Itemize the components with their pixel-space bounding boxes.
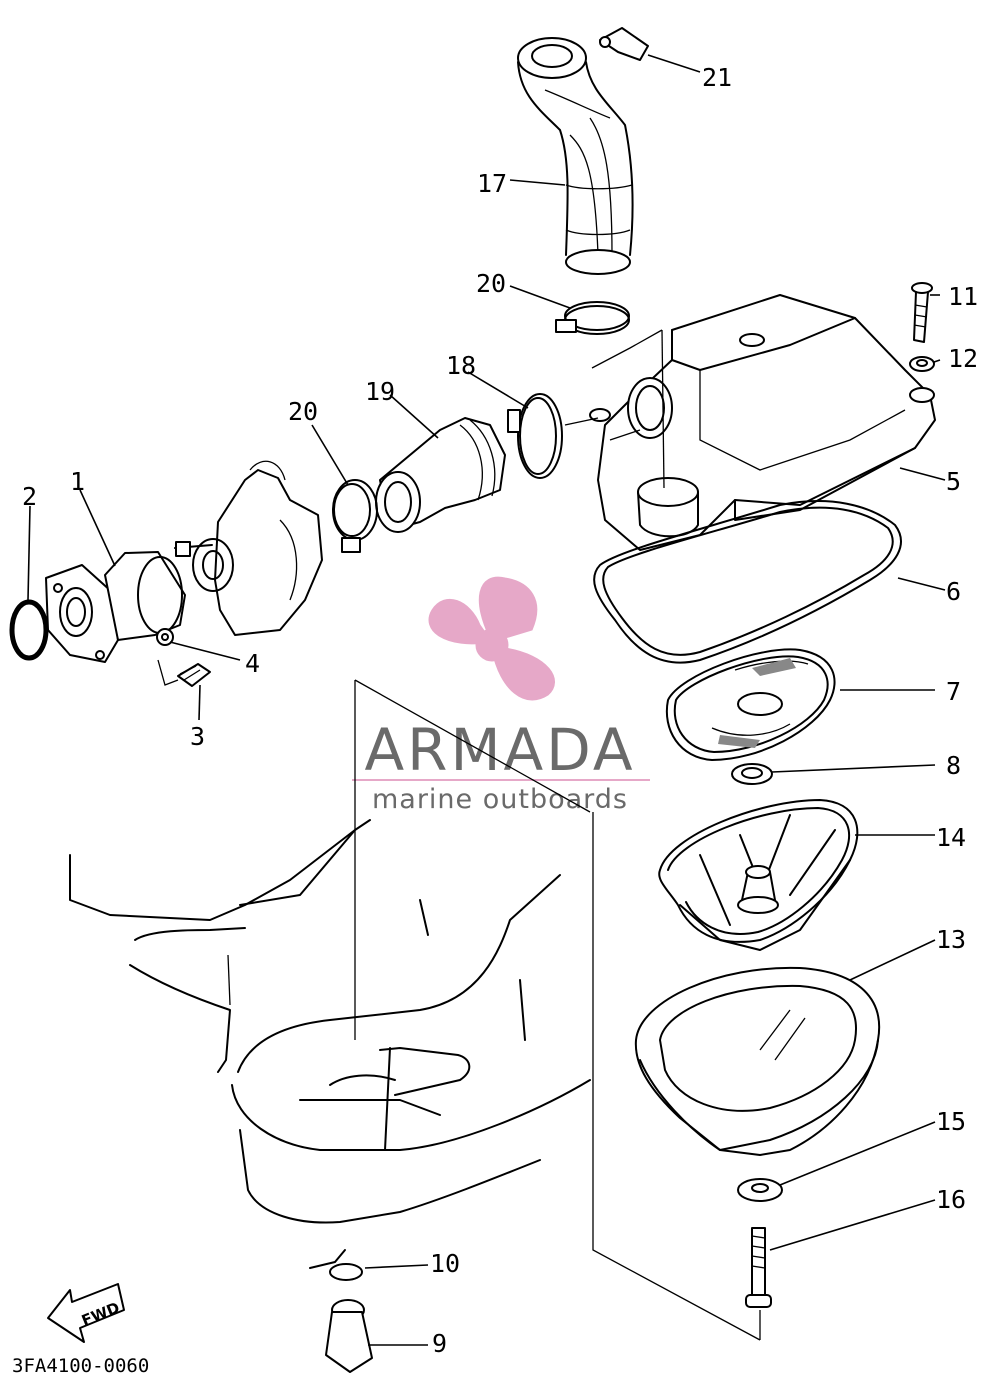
part-13-air-box-cap <box>634 966 881 1156</box>
watermark-brand: ARMADA <box>364 716 635 784</box>
part-1-manifold <box>45 551 186 663</box>
callout-12: 12 <box>948 344 978 373</box>
part-20-lower-clamp <box>332 479 378 553</box>
part-7-filter-element <box>665 648 836 761</box>
callout-17: 17 <box>477 169 507 198</box>
part-20-upper-clamp <box>555 301 630 335</box>
callout-13: 13 <box>936 925 966 954</box>
part-17-intake-duct <box>517 37 634 275</box>
callout-2: 2 <box>22 482 37 511</box>
part-12-washer <box>909 356 935 372</box>
fwd-arrow-icon[interactable]: FWD <box>47 1283 125 1343</box>
callout-3: 3 <box>190 722 205 751</box>
hull-outline <box>69 819 591 1224</box>
part-19-joint <box>375 417 506 533</box>
callout-9: 9 <box>432 1329 447 1358</box>
callout-8: 8 <box>946 751 961 780</box>
part-15-washer <box>737 1178 783 1202</box>
callout-numbers: 21 17 20 11 12 18 19 20 2 1 5 6 4 7 3 8 … <box>22 63 978 1358</box>
propeller-icon <box>428 576 555 701</box>
callout-21: 21 <box>702 63 732 92</box>
callout-14: 14 <box>936 823 966 852</box>
part-18-clamp <box>507 393 563 479</box>
part-10-clip <box>309 1249 363 1281</box>
callout-5: 5 <box>946 467 961 496</box>
part-8-washer <box>731 763 773 785</box>
carburetor <box>174 460 323 636</box>
part-14-filter-guide <box>658 799 859 951</box>
part-11-bolt <box>911 282 933 343</box>
part-4-nut <box>156 628 174 646</box>
reference-lines <box>157 329 761 1341</box>
part-9-drain <box>325 1299 373 1373</box>
armada-logo: ARMADA marine outboards <box>352 576 650 815</box>
part-21-hose-elbow <box>599 27 649 61</box>
callout-20-upper: 20 <box>476 269 506 298</box>
diagram-code: 3FA4100-0060 <box>12 1355 149 1377</box>
callout-18: 18 <box>446 351 476 380</box>
callout-4: 4 <box>245 649 260 678</box>
part-6-gasket <box>593 500 902 664</box>
part-5-air-box-case <box>589 294 936 551</box>
callout-11: 11 <box>948 282 978 311</box>
watermark-tagline: marine outboards <box>372 784 628 815</box>
callout-16: 16 <box>936 1185 966 1214</box>
callout-19: 19 <box>365 377 395 406</box>
callout-1: 1 <box>70 467 85 496</box>
part-3-bolt <box>177 663 211 687</box>
part-2-o-ring <box>9 599 49 661</box>
callout-6: 6 <box>946 577 961 606</box>
part-16-screw <box>745 1227 772 1308</box>
callout-7: 7 <box>946 677 961 706</box>
callout-15: 15 <box>936 1107 966 1136</box>
callout-10: 10 <box>430 1249 460 1278</box>
callout-20-lower: 20 <box>288 397 318 426</box>
callout-leaders <box>27 54 946 1346</box>
